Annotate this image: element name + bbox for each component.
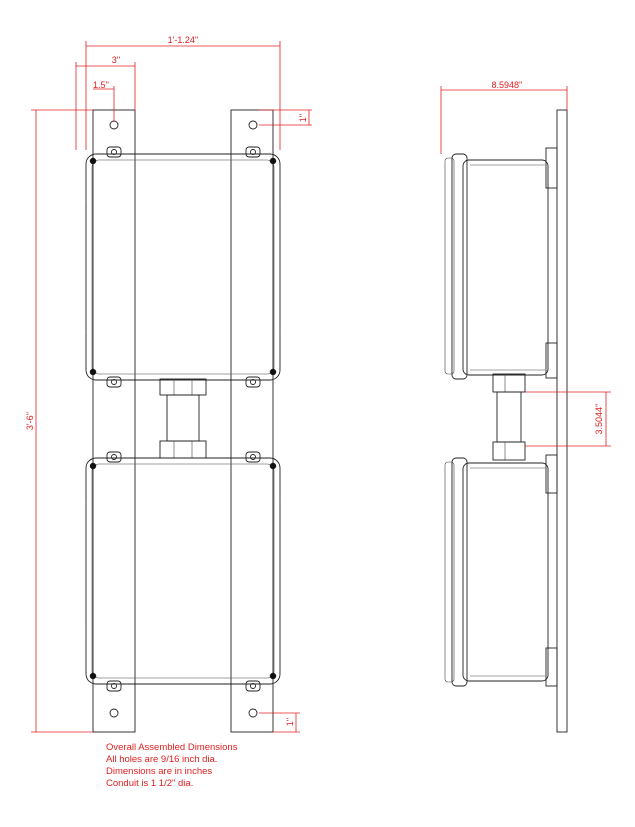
bolt-icon bbox=[269, 368, 277, 376]
bottom-hole-offset-dimension: 1'' bbox=[285, 718, 295, 727]
lower-enclosure-side bbox=[444, 454, 558, 687]
note-line: Dimensions are in inches bbox=[106, 766, 213, 777]
note-line: All holes are 9/16 inch dia. bbox=[106, 754, 218, 765]
overall-height-dimension: 3'-6'' bbox=[25, 412, 35, 430]
conduit-gap-dimension: 3.5044'' bbox=[594, 403, 604, 434]
back-plate bbox=[556, 109, 568, 733]
bolt-icon bbox=[89, 157, 97, 165]
side-depth-dimension: 8.5948'' bbox=[492, 80, 523, 90]
side-view: 8.5948'' 3.5044'' bbox=[440, 80, 611, 733]
bolt-icon bbox=[89, 672, 97, 680]
conduit-coupling bbox=[159, 378, 207, 459]
front-view: 1'-1.24'' 3'' 1.5'' 1'' 1'' 3'-6'' bbox=[25, 35, 312, 733]
upper-enclosure bbox=[85, 146, 281, 388]
mounting-hole bbox=[109, 120, 119, 130]
note-line: Conduit is 1 1/2" dia. bbox=[106, 778, 194, 789]
front-dimensions: 1'-1.24'' 3'' 1.5'' 1'' 1'' 3'-6'' bbox=[25, 35, 312, 733]
upper-enclosure-side bbox=[444, 147, 558, 380]
bolt-icon bbox=[89, 368, 97, 376]
note-line: Overall Assembled Dimensions bbox=[106, 742, 238, 753]
hole-offset-dimension: 1.5'' bbox=[93, 80, 109, 90]
right-rail bbox=[230, 109, 274, 733]
mounting-hole bbox=[109, 708, 119, 718]
rail-offset-dimension: 3'' bbox=[112, 55, 121, 65]
top-hole-offset-dimension: 1'' bbox=[298, 114, 308, 123]
drawing-notes: Overall Assembled Dimensions All holes a… bbox=[106, 742, 237, 790]
mounting-hole bbox=[248, 120, 258, 130]
bolt-icon bbox=[269, 672, 277, 680]
mounting-hole bbox=[248, 708, 258, 718]
lower-enclosure bbox=[85, 451, 281, 692]
bolt-icon bbox=[89, 462, 97, 470]
overall-width-dimension: 1'-1.24'' bbox=[168, 35, 199, 45]
bolt-icon bbox=[269, 462, 277, 470]
left-rail bbox=[92, 109, 136, 733]
side-dimensions: 8.5948'' 3.5044'' bbox=[440, 80, 611, 447]
conduit-coupling-side bbox=[492, 373, 526, 461]
bolt-icon bbox=[269, 157, 277, 165]
